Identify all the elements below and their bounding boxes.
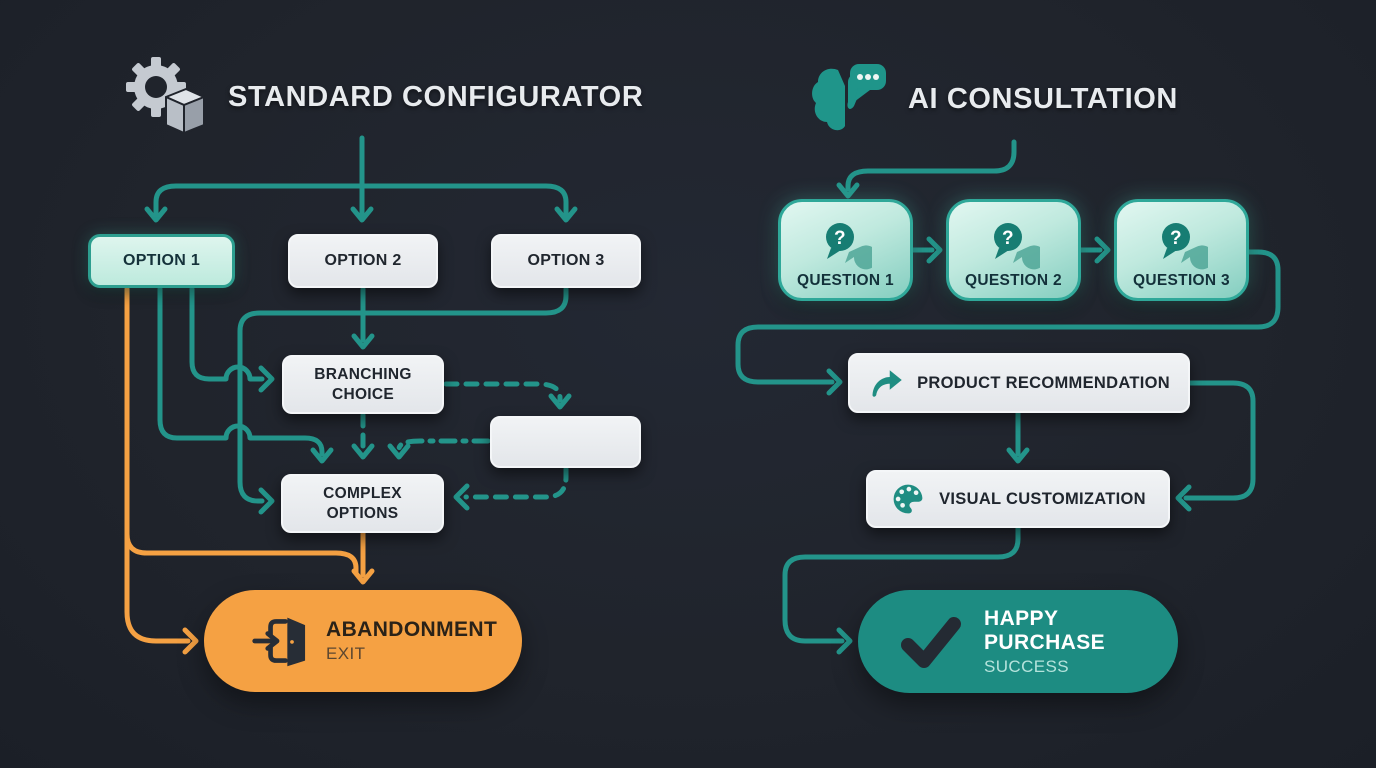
- option-2-label: OPTION 2: [324, 252, 402, 269]
- right-panel-title: AI CONSULTATION: [908, 82, 1178, 115]
- option-2-node: OPTION 2: [288, 234, 438, 288]
- branching-choice-node: BRANCHING CHOICE: [282, 355, 444, 414]
- share-arrow-icon: [868, 366, 904, 400]
- option-3-label: OPTION 3: [527, 252, 605, 269]
- question-1-label: QUESTION 1: [797, 272, 894, 289]
- question-3-node: ? QUESTION 3: [1114, 199, 1249, 301]
- visual-customization-label: VISUAL CUSTOMIZATION: [939, 489, 1146, 508]
- abandonment-subtitle: EXIT: [326, 644, 366, 663]
- question-1-node: ? QUESTION 1: [778, 199, 913, 301]
- svg-text:?: ?: [834, 228, 846, 249]
- empty-option-node: [490, 416, 641, 468]
- left-panel-title: STANDARD CONFIGURATOR: [228, 80, 644, 113]
- happy-purchase-title: HAPPY PURCHASE: [984, 606, 1106, 654]
- svg-text:?: ?: [1170, 228, 1182, 249]
- door-exit-icon: [250, 613, 306, 669]
- question-3-label: QUESTION 3: [1133, 272, 1230, 289]
- product-recommendation-node: PRODUCT RECOMMENDATION: [848, 353, 1190, 413]
- happy-purchase-text: HAPPY PURCHASE SUCCESS: [984, 607, 1178, 677]
- product-recommendation-label: PRODUCT RECOMMENDATION: [917, 373, 1170, 392]
- gear-package-icon: [124, 55, 208, 139]
- brain-chat-icon: [808, 60, 888, 138]
- abandonment-exit-pill: ABANDONMENT EXIT: [204, 590, 522, 692]
- question-bubble-icon: ?: [820, 220, 872, 270]
- option-1-node: OPTION 1: [88, 234, 235, 288]
- checkmark-icon: [898, 611, 964, 673]
- left-panel-header: STANDARD CONFIGURATOR: [124, 55, 643, 139]
- option-1-label: OPTION 1: [122, 252, 201, 269]
- complex-options-node: COMPLEX OPTIONS: [281, 474, 444, 533]
- svg-text:?: ?: [1002, 228, 1014, 249]
- abandonment-text: ABANDONMENT EXIT: [326, 618, 497, 664]
- question-2-label: QUESTION 2: [965, 272, 1062, 289]
- abandonment-title: ABANDONMENT: [326, 618, 498, 641]
- question-2-node: ? QUESTION 2: [946, 199, 1081, 301]
- complex-options-label: COMPLEX OPTIONS: [323, 485, 402, 522]
- happy-purchase-subtitle: SUCCESS: [984, 656, 1069, 676]
- happy-purchase-pill: HAPPY PURCHASE SUCCESS: [858, 590, 1178, 693]
- branching-choice-label: BRANCHING CHOICE: [314, 366, 412, 403]
- question-bubble-icon: ?: [1156, 220, 1208, 270]
- option-3-node: OPTION 3: [491, 234, 641, 288]
- question-bubble-icon: ?: [988, 220, 1040, 270]
- visual-customization-node: VISUAL CUSTOMIZATION: [866, 470, 1170, 528]
- right-panel-header: AI CONSULTATION: [808, 60, 1178, 138]
- palette-icon: [890, 481, 926, 517]
